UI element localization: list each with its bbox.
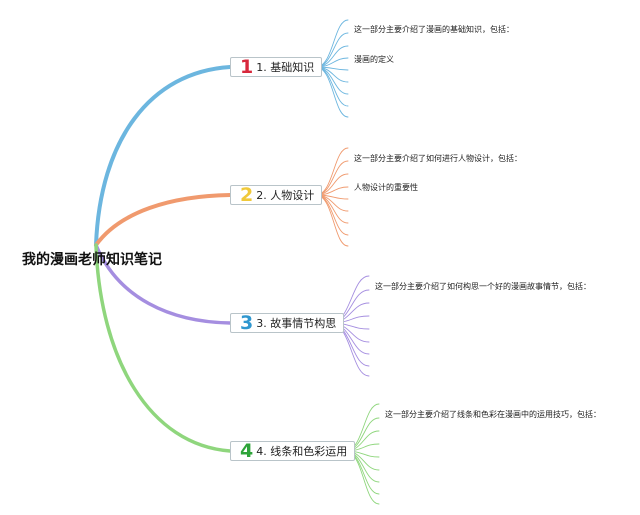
branch-label: 1. 基础知识 <box>256 61 315 74</box>
priority-2-icon: 2 <box>240 184 254 206</box>
priority-3-icon: 3 <box>240 312 254 334</box>
branch-1-connector <box>94 65 232 247</box>
branch-3-note-intro[interactable]: 这一部分主要介绍了如何构思一个好的漫画故事情节，包括： <box>375 282 591 291</box>
branch-2-note-item[interactable]: 人物设计的重要性 <box>354 183 418 192</box>
branch-1-note-intro[interactable]: 这一部分主要介绍了漫画的基础知识，包括： <box>354 25 514 34</box>
priority-1-icon: 1 <box>240 56 254 78</box>
root-topic-title[interactable]: 我的漫画老师知识笔记 <box>22 252 162 268</box>
branch-topic-4[interactable]: 4 4. 线条和色彩运用 <box>230 440 356 462</box>
branch-2-connector <box>94 193 232 247</box>
branch-2-note-intro[interactable]: 这一部分主要介绍了如何进行人物设计，包括： <box>354 154 522 163</box>
branch-label: 3. 故事情节构思 <box>256 317 337 330</box>
priority-4-icon: 4 <box>240 440 254 462</box>
branch-label: 2. 人物设计 <box>256 189 315 202</box>
branch-label: 4. 线条和色彩运用 <box>256 445 348 458</box>
branch-4-note-intro[interactable]: 这一部分主要介绍了线条和色彩在漫画中的运用技巧，包括： <box>385 410 601 419</box>
branch-topic-3[interactable]: 3 3. 故事情节构思 <box>230 312 345 334</box>
branch-4-connector <box>94 243 232 453</box>
branch-1-note-item[interactable]: 漫画的定义 <box>354 55 394 64</box>
branch-topic-2[interactable]: 2 2. 人物设计 <box>230 184 323 206</box>
branch-3-connector <box>94 243 232 325</box>
branch-topic-1[interactable]: 1 1. 基础知识 <box>230 56 323 78</box>
